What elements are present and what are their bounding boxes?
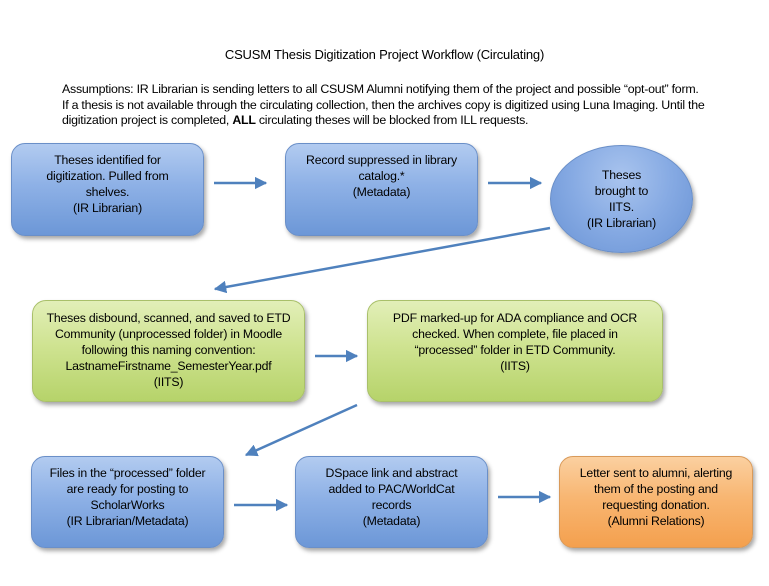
node-line: Community (unprocessed folder) in Moodle [54,327,283,341]
node-line: Theses identified for [54,153,161,167]
node-line: (Metadata) [362,514,421,528]
node-line: (Metadata) [352,185,411,199]
node-line: added to PAC/WorldCat [328,482,455,496]
node-line: them of the posting and [594,482,718,496]
node-line: DSpace link and abstract [325,466,458,480]
node-line: LastnameFirstname_SemesterYear.pdf [65,359,272,373]
node-line: brought to [594,184,649,198]
assumptions-emphasis: ALL [232,113,256,127]
node-line: IITS. [609,200,634,214]
arrow-marked-to-ready [244,403,358,457]
node-record-suppressed: Record suppressed in library catalog.* (… [285,143,478,236]
node-line: (IR Librarian) [587,216,656,230]
assumptions-line-3-start: digitization project is completed, [62,113,233,127]
assumptions-line-1: Assumptions: IR Librarian is sending let… [62,82,699,96]
node-line: requesting donation. [602,498,710,512]
node-line: Theses [601,168,642,182]
node-theses-identified: Theses identified for digitization. Pull… [11,143,204,236]
assumptions-line-3-end: circulating theses will be blocked from … [255,113,529,127]
node-theses-scanned: Theses disbound, scanned, and saved to E… [32,300,305,402]
arrow-brought-to-scanned [213,226,551,294]
node-line: Files in the “processed” folder [49,466,206,480]
node-line: (IR Librarian/Metadata) [66,514,189,528]
node-line: shelves. [85,185,130,199]
node-pdf-marked-up: PDF marked-up for ADA compliance and OCR… [367,300,663,402]
node-line: digitization. Pulled from [46,169,169,183]
node-line: (IR Librarian) [73,201,142,215]
node-theses-brought-to-iits: Theses brought to IITS. (IR Librarian) [550,145,693,253]
node-line: “processed” folder in ETD Community. [414,343,616,357]
node-line: Record suppressed in library [306,153,457,167]
assumptions-line-2: If a thesis is not available through the… [62,97,705,112]
diagram-title: CSUSM Thesis Digitization Project Workfl… [224,47,545,62]
node-line: following this naming convention: [81,343,256,357]
node-line: checked. When complete, file placed in [412,327,618,341]
node-line: (IITS) [153,375,184,389]
assumptions-text: Assumptions: IR Librarian is sending let… [62,82,762,129]
node-line: Letter sent to alumni, alerting [579,466,733,480]
assumptions-line-3: digitization project is completed, ALL c… [62,113,762,129]
node-line: PDF marked-up for ADA compliance and OCR [392,311,638,325]
node-line: records [371,498,412,512]
node-line: are ready for posting to [66,482,189,496]
node-line: (IITS) [500,359,530,373]
node-letter-sent: Letter sent to alumni, alerting them of … [559,456,753,548]
node-line: catalog.* [358,169,405,183]
node-line: Theses disbound, scanned, and saved to E… [46,311,291,325]
node-dspace-link: DSpace link and abstract added to PAC/Wo… [295,456,488,548]
node-line: (Alumni Relations) [607,514,705,528]
node-line: ScholarWorks [90,498,165,512]
node-files-ready: Files in the “processed” folder are read… [31,456,224,548]
